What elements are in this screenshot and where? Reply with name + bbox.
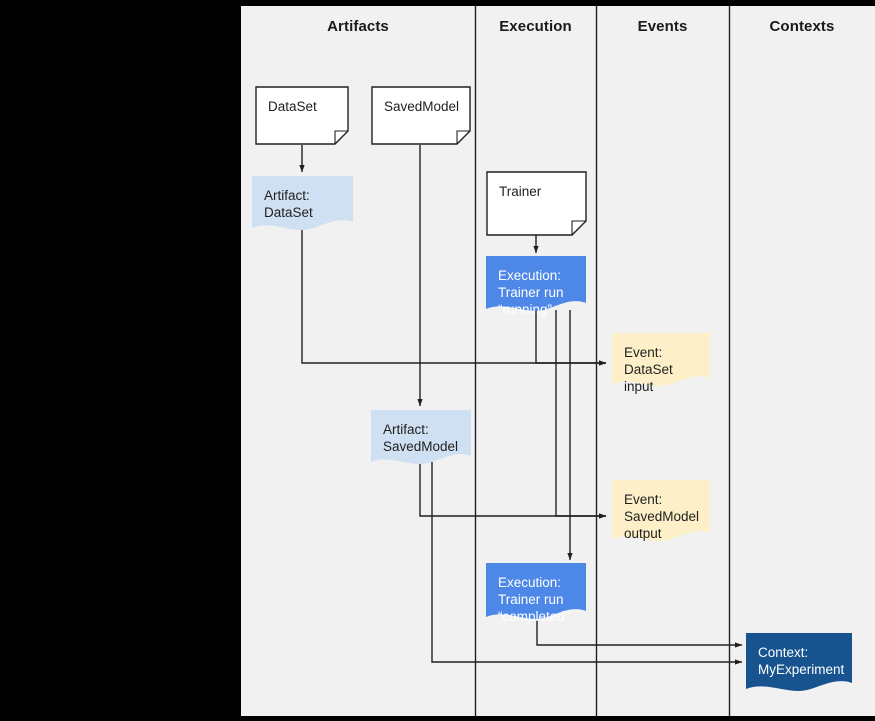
shape-exec-running	[486, 256, 586, 311]
connector-exec-running-to-event-output	[555, 310, 607, 519]
node-exec-completed-label: Execution: Trainer run “completed”	[498, 575, 570, 624]
node-doc-trainer: Trainer	[487, 172, 586, 235]
node-event-dataset-input: Event: DataSet input	[612, 333, 710, 394]
shape-artifact-savedmodel	[371, 410, 471, 464]
connector-exec-running-to-event-input	[535, 310, 607, 366]
shape-doc-dataset	[255, 86, 349, 145]
node-doc-savedmodel: SavedModel	[372, 87, 470, 144]
connector-artifact-savedmodel-to-context	[431, 462, 743, 665]
node-event-dataset-input-label: Event: DataSet input	[624, 345, 673, 394]
node-doc-dataset: DataSet	[256, 87, 348, 144]
swimlane-title-artifacts: Artifacts	[327, 18, 389, 35]
node-doc-dataset-label: DataSet	[268, 99, 317, 114]
shape-doc-savedmodel	[371, 86, 471, 145]
node-exec-running: Execution: Trainer run “running”	[486, 256, 586, 317]
shape-doc-trainer	[486, 171, 587, 236]
node-artifact-dataset-label: Artifact: DataSet	[264, 188, 313, 220]
node-doc-trainer-label: Trainer	[499, 184, 542, 199]
shape-event-dataset-input	[612, 333, 710, 386]
shape-artifact-dataset	[252, 176, 353, 230]
node-artifact-savedmodel: Artifact: SavedModel	[371, 410, 471, 464]
node-exec-running-label: Execution: Trainer run “running”	[498, 268, 564, 317]
shape-exec-completed	[486, 563, 586, 619]
swimlane-title-contexts: Contexts	[769, 18, 835, 35]
node-artifact-dataset: Artifact: DataSet	[252, 176, 353, 230]
connector-exec-completed-to-context	[536, 620, 743, 648]
node-context-myexperiment: Context: MyExperiment	[746, 633, 852, 691]
swimlane-dividers	[474, 6, 731, 716]
connector-artifact-dataset-to-event	[301, 228, 607, 366]
node-context-myexperiment-label: Context: MyExperiment	[758, 645, 845, 677]
node-exec-completed: Execution: Trainer run “completed”	[486, 563, 586, 624]
shape-context-myexperiment	[746, 633, 852, 691]
connectors	[299, 145, 743, 665]
node-doc-savedmodel-label: SavedModel	[384, 99, 460, 114]
node-artifact-savedmodel-label: Artifact: SavedModel	[383, 422, 459, 454]
connector-artifact-savedmodel-to-event	[419, 462, 607, 519]
swimlane-title-events: Events	[637, 18, 688, 35]
swimlane-title-execution: Execution	[499, 18, 572, 35]
node-event-savedmodel-output-label: Event: SavedModel output	[624, 492, 700, 541]
node-event-savedmodel-output: Event: SavedModel output	[612, 480, 710, 541]
shape-event-savedmodel-output	[612, 480, 710, 541]
